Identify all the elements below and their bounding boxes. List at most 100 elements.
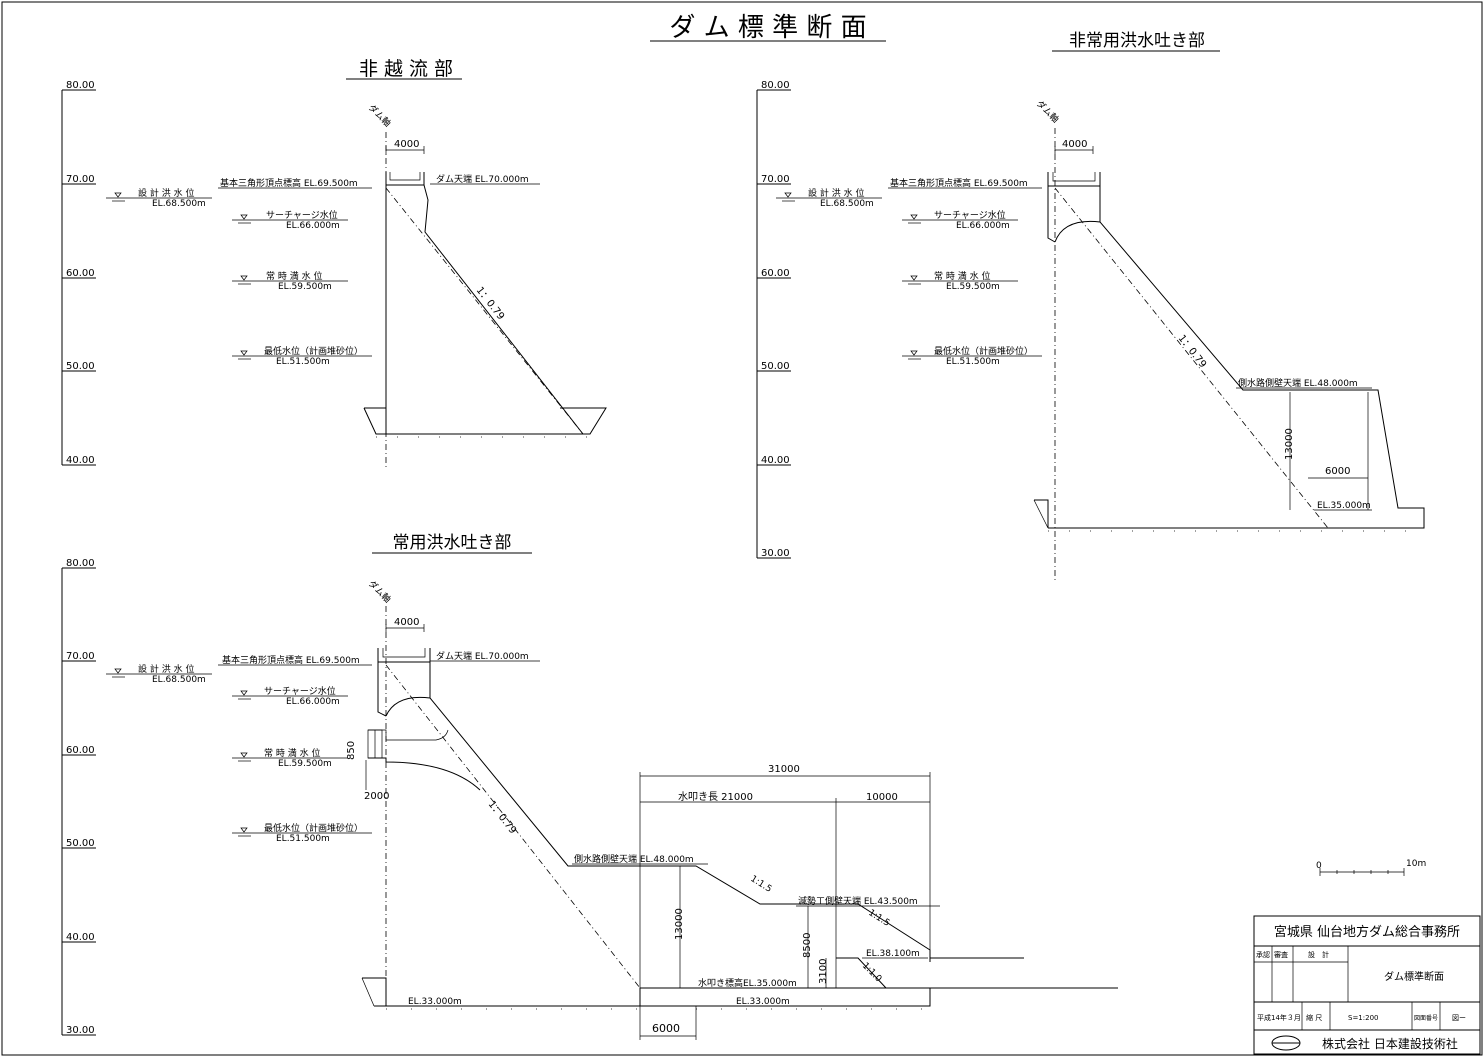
scale-label: 縮 尺 <box>1306 1013 1322 1022</box>
slope-15-label-2: 1:1.5 <box>866 908 891 929</box>
drawing-no-label: 図面番号 <box>1414 1015 1438 1022</box>
scale-bar-start: 0 <box>1316 861 1322 871</box>
review-label: 審査 <box>1274 950 1288 959</box>
el-38-1-label: EL.38.100m <box>866 949 920 959</box>
design-flood-level-label: 設 計 洪 水 位 <box>808 187 864 199</box>
approval-label: 承認 <box>1256 950 1270 959</box>
dam-crest-label: ダム天端 EL.70.000m <box>436 650 529 662</box>
triangle-apex-label: 基本三角形頂点標高 EL.69.500m <box>222 654 360 666</box>
dam-body-1: ダム軸 4000 1：0.79 ダム天端 EL.70.000m <box>363 102 607 470</box>
slope-15-label: 1:1.5 <box>748 874 773 895</box>
slope-label: 1：0.79 <box>1176 333 1208 370</box>
surcharge-level-label: サーチャージ水位 <box>264 685 336 697</box>
design-flood-level-label: 設 計 洪 水 位 <box>138 187 194 199</box>
min-level-el: EL.51.500m <box>276 357 330 367</box>
min-level-label: 最低水位（計画堆砂位） <box>934 345 1033 357</box>
el-33-label-2: EL.33.000m <box>736 997 790 1007</box>
apron-length-dim: 水叩き長 21000 <box>678 791 753 803</box>
side-wall-crest-label: 側水路側壁天端 EL.48.000m <box>1238 377 1358 389</box>
design-flood-level-el: EL.68.500m <box>152 675 206 685</box>
triangle-apex-label: 基本三角形頂点標高 EL.69.500m <box>890 177 1028 189</box>
apron-el-label: 水叩き標高EL.35.000m <box>698 977 797 989</box>
el-33-label: EL.33.000m <box>408 997 462 1007</box>
axis-tick: 80.00 <box>66 558 95 569</box>
dam-crest-label: ダム天端 EL.70.000m <box>436 173 529 185</box>
water-levels-2: 設 計 洪 水 位 EL.68.500m サーチャージ水位 EL.66.000m… <box>776 177 1042 367</box>
normal-level-label: 常 時 満 水 位 <box>264 747 320 759</box>
height-8500-dim: 8500 <box>802 933 813 958</box>
dim-2000: 2000 <box>364 791 389 802</box>
min-level-label: 最低水位（計画堆砂位） <box>264 822 363 834</box>
surcharge-level-el: EL.66.000m <box>956 221 1010 231</box>
surcharge-level-label: サーチャージ水位 <box>934 209 1006 221</box>
date: 平成14年３月 <box>1257 1013 1301 1022</box>
axis-tick: 80.00 <box>66 80 95 91</box>
elevation-axis-1: 80.00 70.00 60.00 50.00 40.00 <box>61 80 96 466</box>
company-logo-icon <box>1271 1035 1301 1051</box>
normal-level-el: EL.59.500m <box>946 282 1000 292</box>
slope-label: 1：0.79 <box>486 799 518 836</box>
axis-tick: 40.00 <box>761 455 790 466</box>
height-3100-dim: 3100 <box>818 959 829 984</box>
crest-width-dim: 4000 <box>1062 139 1087 150</box>
axis-tick: 50.00 <box>761 361 790 372</box>
surcharge-level-label: サーチャージ水位 <box>266 209 338 221</box>
dam-body-2: ダム軸 4000 1：0.79 側水路側壁天端 EL.48.000m 13000… <box>1033 98 1425 580</box>
min-level-label: 最低水位（計画堆砂位） <box>264 345 363 357</box>
water-levels-3: 設 計 洪 水 位 EL.68.500m サーチャージ水位 EL.66.000m… <box>106 654 372 844</box>
service-spillway-section: 常用洪水吐き部 80.00 70.00 60.00 50.00 40.00 30… <box>61 533 1118 1040</box>
width-6000-dim: 6000 <box>1325 466 1350 477</box>
el-35-label: EL.35.000m <box>1317 501 1371 511</box>
normal-level-el: EL.59.500m <box>278 282 332 292</box>
dam-axis-label: ダム軸 <box>366 102 394 130</box>
dam-axis-label: ダム軸 <box>366 578 394 606</box>
scale-value: S=1:200 <box>1348 1014 1378 1022</box>
non-overflow-section: 非 越 流 部 80.00 70.00 60.00 50.00 40.00 設 … <box>61 58 607 470</box>
scale-bar: 0 10m <box>1316 859 1426 876</box>
min-level-el: EL.51.500m <box>946 357 1000 367</box>
section-title-emergency-spillway: 非常用洪水吐き部 <box>1069 31 1205 51</box>
axis-tick: 60.00 <box>66 268 95 279</box>
main-title: ダ ム 標 準 断 面 <box>669 13 866 43</box>
basin-wall-crest-label: 減勢工側壁天端 EL.43.500m <box>798 895 918 907</box>
axis-tick: 60.00 <box>761 268 790 279</box>
design-flood-level-el: EL.68.500m <box>820 199 874 209</box>
drawing-no: 図ー <box>1452 1014 1466 1022</box>
elevation-axis-2: 80.00 70.00 60.00 50.00 40.00 30.00 <box>756 80 791 559</box>
dim-850: 850 <box>346 741 357 760</box>
surcharge-level-el: EL.66.000m <box>286 221 340 231</box>
normal-level-label: 常 時 満 水 位 <box>266 270 322 282</box>
height-13000-dim: 13000 <box>1284 428 1295 460</box>
axis-tick: 30.00 <box>66 1025 95 1036</box>
company-name: 株式会社 日本建設技術社 <box>1322 1036 1458 1051</box>
dam-body-3: ダム軸 4000 ダム天端 EL.70.000m 850 2000 1：0.79… <box>346 578 1118 1040</box>
axis-tick: 40.00 <box>66 455 95 466</box>
emergency-spillway-section: 非常用洪水吐き部 80.00 70.00 60.00 50.00 40.00 3… <box>756 31 1425 580</box>
water-levels-1: 設 計 洪 水 位 EL.68.500m サーチャージ水位 EL.66.000m… <box>106 177 372 367</box>
width-6000-dim: 6000 <box>652 1022 680 1035</box>
triangle-apex-label: 基本三角形頂点標高 EL.69.500m <box>220 177 358 189</box>
dam-axis-label: ダム軸 <box>1034 98 1062 126</box>
side-wall-crest-label: 側水路側壁天端 EL.48.000m <box>574 853 694 865</box>
scale-bar-end: 10m <box>1406 859 1426 869</box>
normal-level-label: 常 時 満 水 位 <box>934 270 990 282</box>
design-flood-level-el: EL.68.500m <box>152 199 206 209</box>
office-name: 宮城県 仙台地方ダム総合事務所 <box>1274 924 1460 940</box>
design-label: 設 計 <box>1308 950 1329 959</box>
axis-tick: 80.00 <box>761 80 790 91</box>
total-31000-dim: 31000 <box>768 764 800 775</box>
elevation-axis-3: 80.00 70.00 60.00 50.00 40.00 30.00 <box>61 558 96 1036</box>
axis-tick: 70.00 <box>66 651 95 662</box>
length-10000-dim: 10000 <box>866 792 898 803</box>
drawing-name: ダム標準断面 <box>1384 970 1444 983</box>
section-title-service-spillway: 常用洪水吐き部 <box>393 533 512 553</box>
design-flood-level-label: 設 計 洪 水 位 <box>138 663 194 675</box>
axis-tick: 50.00 <box>66 838 95 849</box>
axis-tick: 70.00 <box>66 174 95 185</box>
title-block: 宮城県 仙台地方ダム総合事務所 承認 審査 設 計 ダム標準断面 平成14年３月… <box>1253 915 1481 1055</box>
normal-level-el: EL.59.500m <box>278 759 332 769</box>
section-title-non-overflow: 非 越 流 部 <box>359 58 453 80</box>
crest-width-dim: 4000 <box>394 139 419 150</box>
